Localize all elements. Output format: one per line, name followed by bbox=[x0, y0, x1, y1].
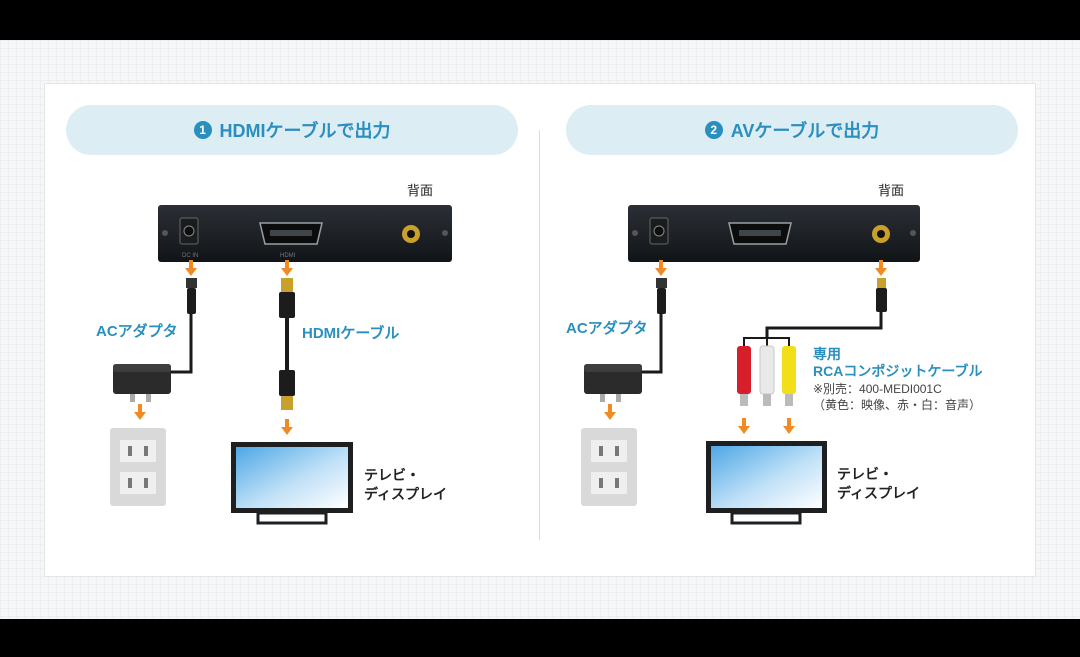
svg-text:HDMI: HDMI bbox=[280, 253, 296, 259]
device-box-right bbox=[628, 205, 920, 262]
ac-adapter-label-left: ACアダプタ bbox=[96, 323, 178, 340]
panel-divider bbox=[539, 130, 540, 540]
section-title-text: HDMIケーブルで出力 bbox=[219, 121, 391, 141]
device-box-left: DC IN HDMI bbox=[158, 205, 452, 262]
section-title-text: AVケーブルで出力 bbox=[730, 121, 880, 141]
ac-adapter-left bbox=[113, 278, 197, 402]
rca-cable-right bbox=[737, 278, 887, 406]
section-title-hdmi: 1 HDMIケーブルで出力 bbox=[66, 105, 518, 155]
svg-text:DC IN: DC IN bbox=[182, 253, 198, 259]
rca-cable-label-line2: RCAコンポジットケーブル bbox=[813, 363, 983, 379]
rca-cable-label: 専用 RCAコンポジットケーブル bbox=[813, 346, 983, 380]
tv-label-left: テレビ・ ディスプレイ bbox=[364, 466, 447, 504]
wall-outlet-left bbox=[110, 428, 166, 506]
bottom-black-bar bbox=[0, 619, 1080, 657]
tv-label-line1: テレビ・ bbox=[364, 467, 420, 483]
section-title-av: 2 AVケーブルで出力 bbox=[566, 105, 1018, 155]
tv-label-line1: テレビ・ bbox=[837, 466, 893, 482]
tv-label-right: テレビ・ ディスプレイ bbox=[837, 465, 920, 503]
tv-right bbox=[706, 441, 827, 525]
tv-label-line2: ディスプレイ bbox=[364, 486, 448, 502]
rca-cable-label-line1: 専用 bbox=[813, 346, 841, 362]
rca-note-line1: ※別売：400-MEDI001C bbox=[813, 382, 942, 396]
back-label-left: 背面 bbox=[407, 183, 434, 198]
hdmi-cable-label: HDMIケーブル bbox=[302, 325, 400, 342]
tv-left bbox=[231, 442, 353, 525]
diagram-frame bbox=[44, 83, 1036, 577]
hdmi-cable-left bbox=[279, 278, 295, 410]
tv-label-line2: ディスプレイ bbox=[837, 485, 921, 501]
back-label-right: 背面 bbox=[878, 183, 905, 198]
step-number-badge: 1 bbox=[193, 121, 212, 139]
rca-cable-note: ※別売：400-MEDI001C （黄色：映像、赤・白：音声） bbox=[813, 381, 981, 413]
rca-note-line2: （黄色：映像、赤・白：音声） bbox=[813, 398, 982, 412]
ac-adapter-right bbox=[584, 278, 667, 402]
step-number-badge: 2 bbox=[704, 121, 723, 139]
wall-outlet-right bbox=[581, 428, 637, 506]
top-black-bar bbox=[0, 0, 1080, 40]
ac-adapter-label-right: ACアダプタ bbox=[566, 320, 648, 337]
